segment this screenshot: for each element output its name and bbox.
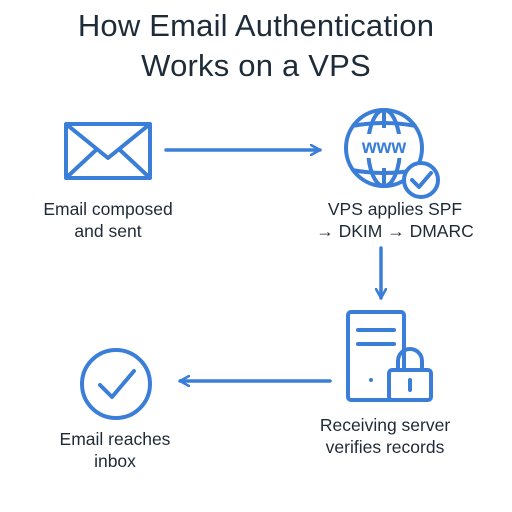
envelope-icon — [64, 122, 152, 180]
step-label-line: VPS applies SPF — [327, 199, 463, 219]
title-line-2: Works on a VPS — [141, 48, 371, 83]
page-title: How Email Authentication Works on a VPS — [0, 6, 512, 86]
step-label-composed: Email composed and sent — [18, 198, 198, 242]
step-label-line: Receiving server — [319, 415, 451, 435]
www-text: www — [361, 137, 407, 158]
globe-www-icon: www — [344, 108, 440, 199]
step-label-line: and sent — [74, 221, 142, 241]
check-badge-icon — [402, 161, 440, 199]
server-lock-icon — [346, 310, 433, 402]
step-label-vps: VPS applies SPF → DKIM → DMARC — [300, 198, 490, 242]
step-label-inbox: Email reaches inbox — [20, 428, 210, 472]
step-label-line: Email composed — [43, 199, 173, 219]
step-label-line: → DKIM → DMARC — [316, 221, 474, 241]
title-line-1: How Email Authentication — [77, 8, 435, 43]
check-circle-icon — [80, 348, 152, 420]
step-label-line: Email reaches — [59, 429, 171, 449]
step-label-receiving: Receiving server verifies records — [290, 414, 480, 458]
step-label-line: verifies records — [325, 437, 445, 457]
step-label-line: inbox — [94, 451, 136, 471]
